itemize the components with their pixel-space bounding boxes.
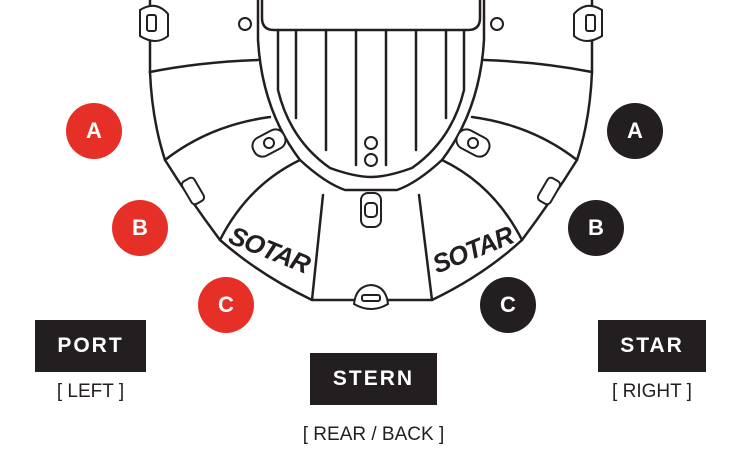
star-caption: [ RIGHT ]: [612, 381, 692, 402]
port-chamber-a-badge: A: [66, 103, 122, 159]
star-chamber-a-badge: A: [607, 103, 663, 159]
star-chamber-b-badge: B: [568, 200, 624, 256]
port-caption: [ LEFT ]: [56, 381, 125, 402]
star-label: STAR: [598, 320, 706, 372]
star-chamber-c-badge: C: [480, 277, 536, 333]
port-chamber-b-badge: B: [112, 200, 168, 256]
stern-label: STERN: [310, 353, 437, 405]
port-label: PORT: [35, 320, 146, 372]
port-chamber-c-badge: C: [198, 277, 254, 333]
brand-logo-port: SOTAR: [225, 220, 315, 280]
stern-caption: [ REAR / BACK ]: [302, 424, 445, 445]
brand-logo-star: SOTAR: [428, 220, 518, 280]
